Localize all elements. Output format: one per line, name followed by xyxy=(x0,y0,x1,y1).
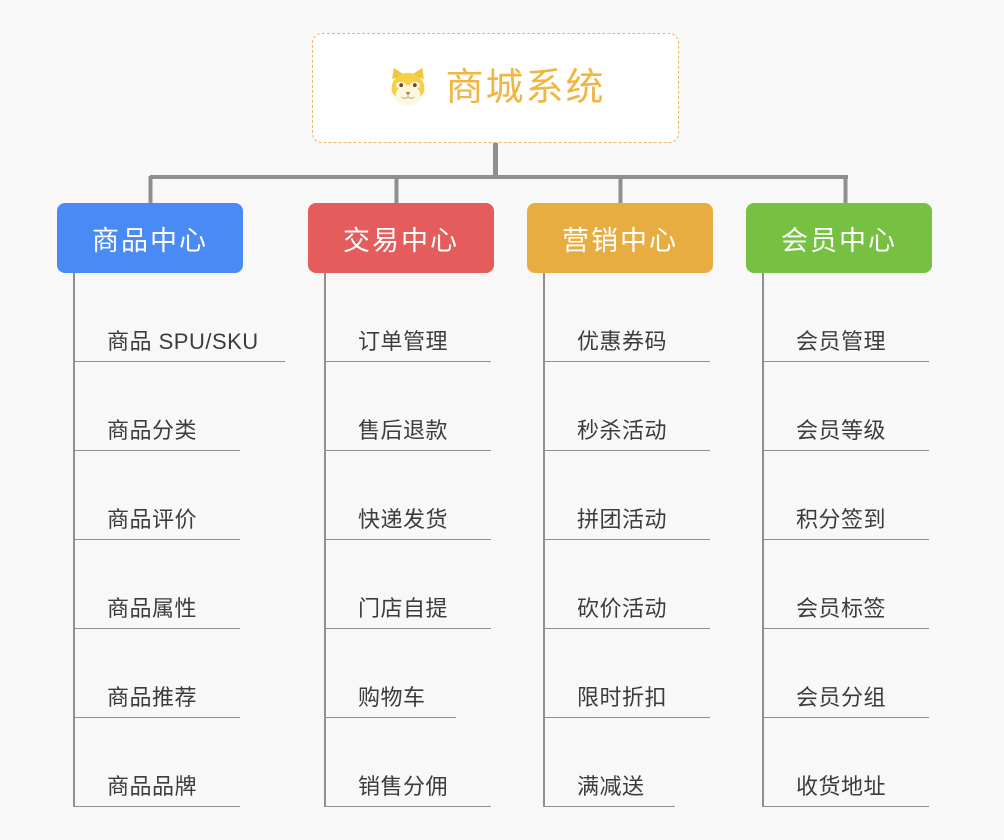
leaf-label: 会员标签 xyxy=(796,595,887,621)
leaf-label: 会员管理 xyxy=(796,328,887,354)
leaf-item[interactable]: 拼团活动 xyxy=(545,451,710,540)
leaf-label: 秒杀活动 xyxy=(577,417,668,443)
leaf-label: 门店自提 xyxy=(358,595,449,621)
category-label-0: 商品中心 xyxy=(92,225,208,256)
leaf-item[interactable]: 秒杀活动 xyxy=(545,362,710,451)
leaf-item[interactable]: 售后退款 xyxy=(326,362,491,451)
leaf-label: 收货地址 xyxy=(796,773,887,799)
category-label-3: 会员中心 xyxy=(781,225,897,256)
leaf-item[interactable]: 商品属性 xyxy=(75,540,240,629)
leaf-item[interactable]: 商品评价 xyxy=(75,451,240,540)
shiba-dog-face-icon xyxy=(391,67,426,106)
leaf-item[interactable]: 商品 SPU/SKU xyxy=(75,273,285,362)
leaf-item[interactable]: 积分签到 xyxy=(764,451,929,540)
leaf-item[interactable]: 满减送 xyxy=(545,718,675,807)
branch-column-3: 会员中心 会员管理 会员等级 积分签到 会员标签 会员分组 收货地址 xyxy=(746,203,946,807)
leaf-item[interactable]: 订单管理 xyxy=(326,273,491,362)
leaf-item[interactable]: 会员标签 xyxy=(764,540,929,629)
root-node[interactable]: 商城系统 xyxy=(312,33,679,143)
leaf-label: 商品评价 xyxy=(107,506,198,532)
category-label-1: 交易中心 xyxy=(343,225,459,256)
leaf-item[interactable]: 会员管理 xyxy=(764,273,929,362)
category-box-2[interactable]: 营销中心 xyxy=(527,203,713,273)
leaf-label: 限时折扣 xyxy=(577,684,668,710)
leaf-item[interactable]: 商品品牌 xyxy=(75,718,240,807)
leaf-list-2: 优惠券码 秒杀活动 拼团活动 砍价活动 限时折扣 满减送 xyxy=(543,273,727,807)
leaf-label: 快递发货 xyxy=(358,506,449,532)
leaf-item[interactable]: 会员等级 xyxy=(764,362,929,451)
leaf-label: 商品属性 xyxy=(107,595,198,621)
leaf-item[interactable]: 商品分类 xyxy=(75,362,240,451)
leaf-label: 积分签到 xyxy=(796,506,887,532)
leaf-item[interactable]: 会员分组 xyxy=(764,629,929,718)
leaf-label: 售后退款 xyxy=(358,417,449,443)
leaf-label: 商品分类 xyxy=(107,417,198,443)
root-title: 商城系统 xyxy=(445,67,606,109)
leaf-list-1: 订单管理 售后退款 快递发货 门店自提 购物车 销售分佣 xyxy=(324,273,508,807)
category-box-1[interactable]: 交易中心 xyxy=(308,203,494,273)
leaf-item[interactable]: 限时折扣 xyxy=(545,629,710,718)
leaf-item[interactable]: 门店自提 xyxy=(326,540,491,629)
leaf-item[interactable]: 快递发货 xyxy=(326,451,491,540)
leaf-item[interactable]: 优惠券码 xyxy=(545,273,710,362)
leaf-label: 砍价活动 xyxy=(577,595,668,621)
leaf-label: 商品品牌 xyxy=(107,773,198,799)
leaf-label: 销售分佣 xyxy=(358,773,449,799)
leaf-list-3: 会员管理 会员等级 积分签到 会员标签 会员分组 收货地址 xyxy=(762,273,946,807)
leaf-list-0: 商品 SPU/SKU 商品分类 商品评价 商品属性 商品推荐 商品品牌 xyxy=(73,273,285,807)
branch-column-2: 营销中心 优惠券码 秒杀活动 拼团活动 砍价活动 限时折扣 满减送 xyxy=(527,203,727,807)
leaf-label: 优惠券码 xyxy=(577,328,668,354)
leaf-label: 拼团活动 xyxy=(577,506,668,532)
leaf-item[interactable]: 砍价活动 xyxy=(545,540,710,629)
leaf-item[interactable]: 销售分佣 xyxy=(326,718,491,807)
leaf-item[interactable]: 商品推荐 xyxy=(75,629,240,718)
leaf-label: 会员分组 xyxy=(796,684,887,710)
leaf-label: 商品推荐 xyxy=(107,684,198,710)
leaf-label: 商品 SPU/SKU xyxy=(107,328,259,354)
category-label-2: 营销中心 xyxy=(562,225,678,256)
category-box-3[interactable]: 会员中心 xyxy=(746,203,932,273)
branch-column-0: 商品中心 商品 SPU/SKU 商品分类 商品评价 商品属性 商品推荐 商品品牌 xyxy=(57,203,285,807)
leaf-label: 满减送 xyxy=(577,773,645,799)
leaf-label: 会员等级 xyxy=(796,417,887,443)
branch-column-1: 交易中心 订单管理 售后退款 快递发货 门店自提 购物车 销售分佣 xyxy=(308,203,508,807)
leaf-item[interactable]: 购物车 xyxy=(326,629,456,718)
category-box-0[interactable]: 商品中心 xyxy=(57,203,243,273)
leaf-item[interactable]: 收货地址 xyxy=(764,718,929,807)
leaf-label: 购物车 xyxy=(358,684,426,710)
leaf-label: 订单管理 xyxy=(358,328,449,354)
